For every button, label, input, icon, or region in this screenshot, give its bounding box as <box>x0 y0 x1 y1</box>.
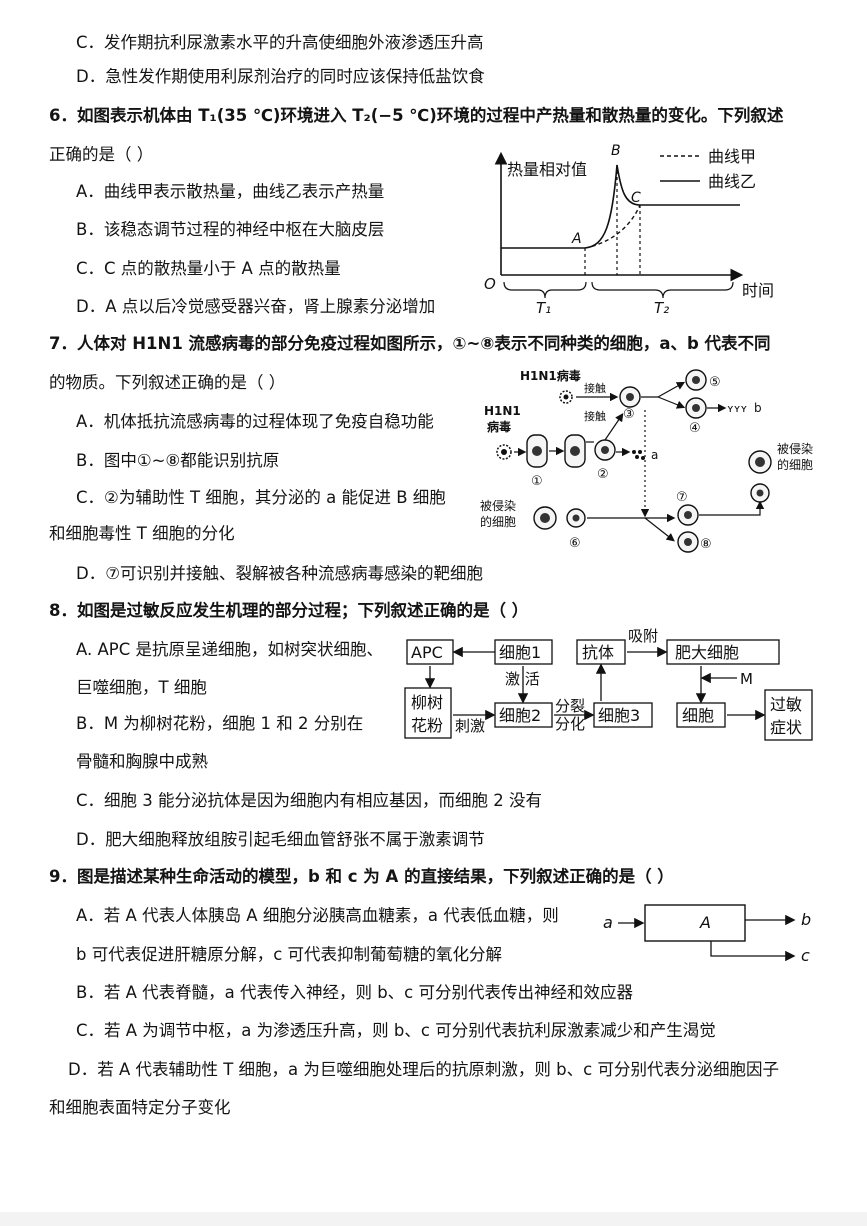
q6-option-c: C．C 点的散热量小于 A 点的散热量 <box>76 259 341 278</box>
infected-left-label-1: 被侵染 <box>480 498 516 513</box>
cell-7-label: ⑦ <box>676 490 688 505</box>
q8-option-d: D．肥大细胞释放组胺引起毛细血管舒张不属于激素调节 <box>76 830 485 849</box>
contact-label-2: 接触 <box>584 409 606 423</box>
label-m: M <box>740 670 753 688</box>
cell-5-label: ⑤ <box>709 375 721 390</box>
q7-option-a: A．机体抵抗流感病毒的过程体现了免疫自稳功能 <box>76 412 434 431</box>
label-adsorb: 吸附 <box>628 627 658 645</box>
svg-text:肥大细胞: 肥大细胞 <box>675 643 739 662</box>
x-axis-label: 时间 <box>742 281 774 300</box>
q7-option-c-line2: 和细胞毒性 T 细胞的分化 <box>49 524 235 543</box>
t2-label: T₂ <box>654 299 669 317</box>
curve-yi <box>501 164 740 249</box>
virus-left-icon <box>496 444 512 460</box>
q8-option-c: C．细胞 3 能分泌抗体是因为细胞内有相应基因，而细胞 2 没有 <box>76 791 542 810</box>
y-axis-label: 热量相对值 <box>507 160 587 179</box>
q9-option-b: B．若 A 代表脊髓，a 代表传入神经，则 b、c 可分别代表传出神经和效应器 <box>76 983 633 1002</box>
model-input-a: a <box>603 913 613 932</box>
virus-left-label-2: 病毒 <box>487 419 511 434</box>
q7-stem-line2: 的物质。下列叙述正确的是（ ） <box>49 373 286 392</box>
svg-text:APC: APC <box>411 643 443 662</box>
svg-text:花粉: 花粉 <box>411 716 443 735</box>
contact-label-1: 接触 <box>584 381 606 395</box>
svg-text:过敏: 过敏 <box>770 695 802 714</box>
q6-option-a: A．曲线甲表示散热量，曲线乙表示产热量 <box>76 182 385 201</box>
infected-left-label-2: 的细胞 <box>480 514 516 529</box>
svg-text:细胞1: 细胞1 <box>499 643 541 662</box>
svg-text:柳树: 柳树 <box>411 693 443 712</box>
origin-label: O <box>484 275 496 293</box>
q8-option-b-line2: 骨髓和胸腺中成熟 <box>76 752 208 771</box>
svg-text:症状: 症状 <box>770 718 802 737</box>
q9-option-d-line2: 和细胞表面特定分子变化 <box>49 1098 231 1117</box>
q6-heat-graph: 热量相对值 O 时间 曲线甲 曲线乙 A B C T₁ T₂ <box>484 143 774 317</box>
model-box-a <box>644 904 746 942</box>
q9-option-c: C．若 A 为调节中枢，a 为渗透压升高，则 b、c 可分别代表抗利尿激素减少和… <box>76 1021 716 1040</box>
q8-option-b-line1: B．M 为柳树花粉，细胞 1 和 2 分别在 <box>76 714 364 733</box>
substance-b-label: b <box>754 401 762 415</box>
page-bottom-strip <box>0 1212 867 1226</box>
q8-option-a-line2: 巨噬细胞，T 细胞 <box>76 678 207 697</box>
q6-stem-line1: 6．如图表示机体由 T₁(35 ℃)环境进入 T₂(−5 ℃)环境的过程中产热量… <box>49 106 784 125</box>
q6-stem-line2: 正确的是（ ） <box>49 145 154 164</box>
virus-top-label: H1N1病毒 <box>520 368 581 383</box>
q7-immune-diagram: H1N1病毒 接触 H1N1 病毒 ① ② 接触 a ③ ⑤ ④ ʏʏʏ b 被… <box>480 368 813 553</box>
q9-option-d-line1: D．若 A 代表辅助性 T 细胞，a 为巨噬细胞处理后的抗原刺激，则 b、c 可… <box>68 1060 779 1079</box>
virus-top-icon <box>559 390 573 404</box>
q6-option-b: B．该稳态调节过程的神经中枢在大脑皮层 <box>76 220 385 239</box>
legend-curve-yi: 曲线乙 <box>708 172 756 191</box>
q8-stem: 8．如图是过敏反应发生机理的部分过程；下列叙述正确的是（ ） <box>49 601 529 620</box>
substance-a-label: a <box>651 448 658 462</box>
label-stimulate: 刺激 <box>455 717 485 735</box>
q9-stem: 9．图是描述某种生命活动的模型，b 和 c 为 A 的直接结果，下列叙述正确的是… <box>49 867 674 886</box>
cell-4-label: ④ <box>689 421 701 436</box>
svg-text:细胞3: 细胞3 <box>598 706 640 725</box>
point-b: B <box>611 143 621 159</box>
infected-right-label-1: 被侵染 <box>777 441 813 456</box>
cell-3-label: ③ <box>623 407 635 422</box>
antibody-marks: ʏʏʏ <box>727 402 747 415</box>
q8-allergy-flowchart: APC 细胞1 抗体 肥大细胞 柳树 花粉 细胞2 细胞3 细胞 过敏 症状 吸… <box>404 627 813 741</box>
q9-option-a-line2: b 可代表促进肝糖原分解，c 可代表抑制葡萄糖的氧化分解 <box>76 945 503 964</box>
infected-right-label-2: 的细胞 <box>777 457 813 472</box>
q8-option-a-line1: A. APC 是抗原呈递细胞，如树突状细胞、 <box>76 640 383 659</box>
q9-model-diagram: a A b c <box>603 904 811 965</box>
t1-label: T₁ <box>536 299 551 317</box>
t2-brace <box>591 281 734 299</box>
model-box-label: A <box>699 913 711 932</box>
q7-stem-line1: 7．人体对 H1N1 流感病毒的部分免疫过程如图所示，①~⑧表示不同种类的细胞，… <box>49 334 771 353</box>
q7-option-d: D．⑦可识别并接触、裂解被各种流感病毒感染的靶细胞 <box>76 564 483 583</box>
q7-option-c-line1: C．②为辅助性 T 细胞，其分泌的 a 能促进 B 细胞 <box>76 488 446 507</box>
q5-option-c: C．发作期抗利尿激素水平的升高使细胞外液渗透压升高 <box>76 33 484 52</box>
svg-text:细胞2: 细胞2 <box>499 706 541 725</box>
legend-curve-jia: 曲线甲 <box>708 147 756 166</box>
q6-option-d: D．A 点以后冷觉感受器兴奋，肾上腺素分泌增加 <box>76 297 436 316</box>
point-c: C <box>631 190 641 206</box>
cell-2-label: ② <box>597 467 609 482</box>
model-output-c: c <box>801 946 810 965</box>
q5-option-d: D．急性发作期使用利尿剂治疗的同时应该保持低盐饮食 <box>76 67 485 86</box>
q7-option-b: B．图中①~⑧都能识别抗原 <box>76 451 280 470</box>
virus-left-label-1: H1N1 <box>484 404 521 418</box>
q9-option-a-line1: A．若 A 代表人体胰岛 A 细胞分泌胰高血糖素，a 代表低血糖，则 <box>76 906 559 925</box>
curve-jia <box>584 204 641 249</box>
label-divide-1: 分裂 <box>555 697 585 715</box>
label-divide-2: 分化 <box>555 715 585 733</box>
model-output-b: b <box>801 910 811 929</box>
svg-text:细胞: 细胞 <box>682 706 714 725</box>
t1-brace <box>503 281 587 299</box>
point-a: A <box>571 231 582 247</box>
svg-text:抗体: 抗体 <box>582 643 614 662</box>
cell-6-label: ⑥ <box>569 536 581 551</box>
cell-1-label: ① <box>531 474 543 489</box>
cell-8-label: ⑧ <box>700 537 712 552</box>
